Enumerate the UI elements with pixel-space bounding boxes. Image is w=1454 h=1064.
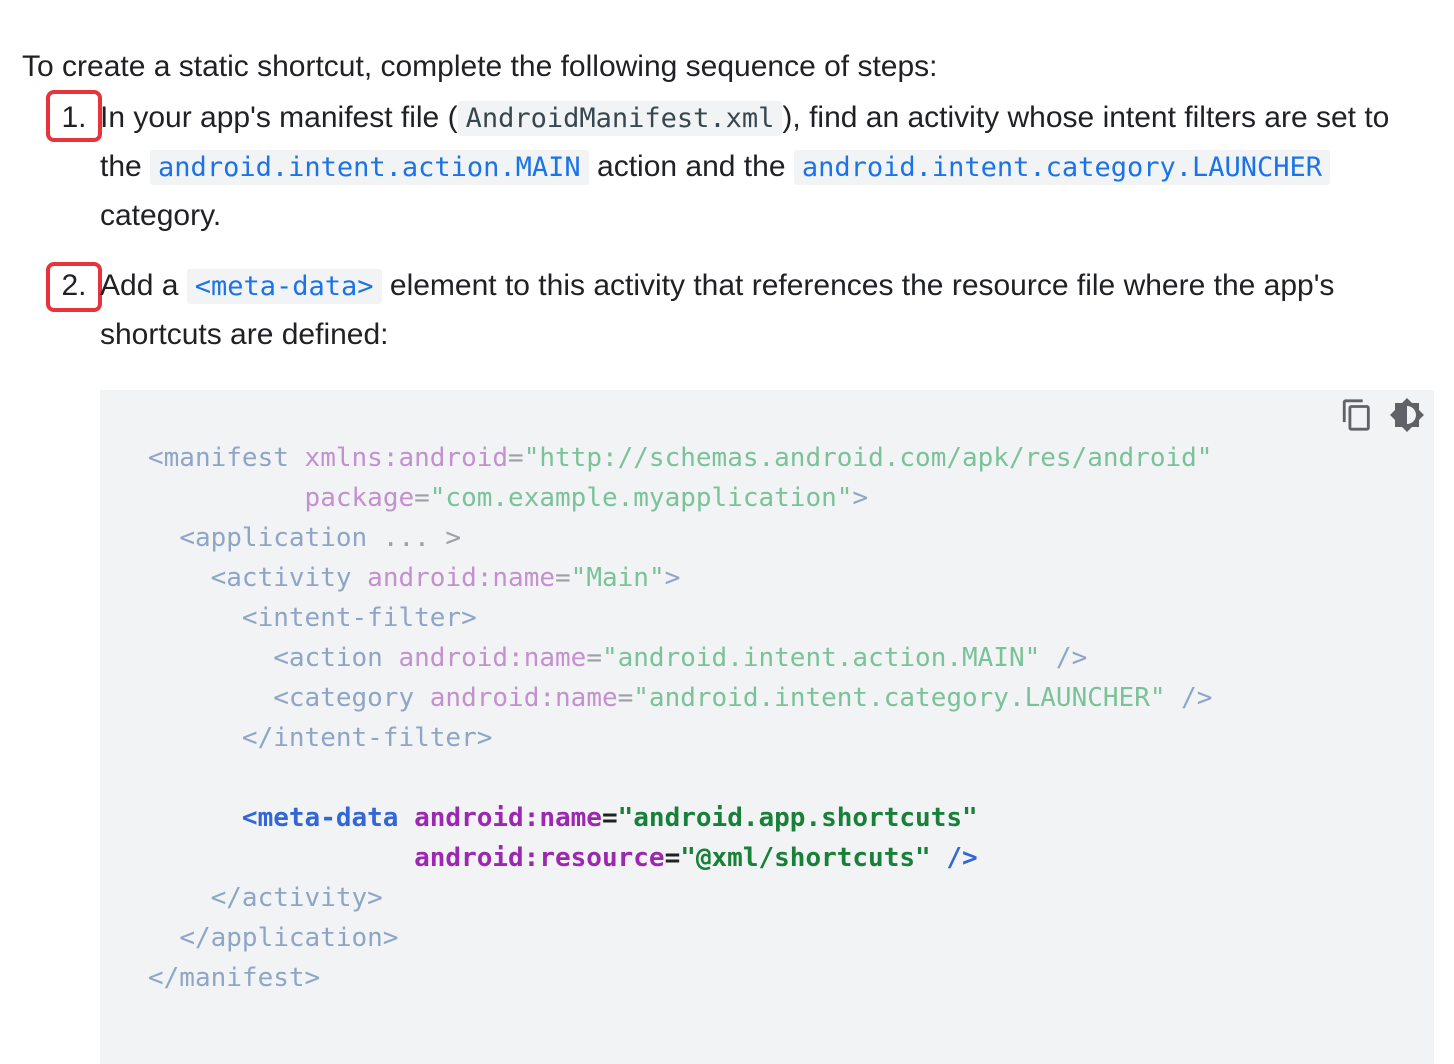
code-block: <manifest xmlns:android="http://schemas.… xyxy=(100,390,1434,1064)
step-2-text-a: Add a xyxy=(100,269,187,302)
code-token: = xyxy=(601,803,618,833)
code-token: <meta-data xyxy=(241,803,399,833)
code-token: </application> xyxy=(179,923,399,953)
code-line-4: <activity android:name="Main"> xyxy=(148,563,681,593)
step-1-text: In your app's manifest file (AndroidMani… xyxy=(100,94,1430,240)
code-token: "android.intent.action.MAIN" xyxy=(601,643,1041,673)
code-token: = xyxy=(555,563,571,593)
step-1-highlight-box xyxy=(46,90,102,142)
code-token: android:resource xyxy=(414,843,665,873)
step-2-text-b: element to this activity that references… xyxy=(100,269,1335,351)
step-1-text-d: category. xyxy=(100,199,222,232)
code-token: "@xml/shortcuts" xyxy=(680,843,931,873)
copy-button[interactable] xyxy=(1338,396,1376,434)
code-token: "android.intent.category.LAUNCHER" xyxy=(633,683,1166,713)
code-token: = xyxy=(508,443,524,473)
code-token: android:name xyxy=(398,643,587,673)
code-token: <activity xyxy=(210,563,352,593)
code-token: android:name xyxy=(367,563,556,593)
code-token: > xyxy=(664,563,681,593)
code-token: <category xyxy=(273,683,415,713)
code-line-5: <intent-filter> xyxy=(148,603,477,633)
code-token: = xyxy=(664,843,681,873)
code-line-14: </manifest> xyxy=(148,963,320,993)
code-link-action-main[interactable]: android.intent.action.MAIN xyxy=(150,150,589,185)
code-token: ... > xyxy=(382,523,462,553)
code-token: xmlns:android xyxy=(304,443,509,473)
code-token: /> xyxy=(946,843,978,873)
code-token: <manifest xyxy=(148,443,289,473)
code-token: "android.app.shortcuts" xyxy=(617,803,978,833)
code-token: "com.example.myapplication" xyxy=(429,483,853,513)
code-token: > xyxy=(852,483,869,513)
code-line-8: </intent-filter> xyxy=(148,723,492,753)
dark-mode-toggle-button[interactable] xyxy=(1388,396,1426,434)
code-line-6: <action android:name="android.intent.act… xyxy=(148,643,1087,673)
code-token: <action xyxy=(273,643,383,673)
step-2-highlight-box xyxy=(46,262,102,312)
code-line-2: package="com.example.myapplication"> xyxy=(148,483,869,513)
code-token: </activity> xyxy=(210,883,383,913)
step-1-text-b: ), find an activity whose intent filters… xyxy=(100,101,1390,183)
step-2-number: 2. xyxy=(61,269,87,302)
code-line-10: <meta-data android:name="android.app.sho… xyxy=(148,803,978,833)
code-token: </manifest> xyxy=(148,963,321,993)
code-token: package xyxy=(304,483,415,513)
code-token: <application xyxy=(179,523,368,553)
code-token: = xyxy=(586,643,602,673)
code-token: </intent-filter> xyxy=(241,723,493,753)
step-2-text: Add a <meta-data> element to this activi… xyxy=(100,262,1430,359)
code-link-meta-data[interactable]: <meta-data> xyxy=(186,269,382,304)
code-token: android:name xyxy=(414,803,602,833)
code-toolbar xyxy=(1338,396,1426,434)
code-token: /> xyxy=(1181,683,1213,713)
step-1-number: 1. xyxy=(61,101,87,134)
code-token: "Main" xyxy=(570,563,665,593)
code-token: = xyxy=(617,683,634,713)
code-token: = xyxy=(414,483,430,513)
dark-mode-toggle-icon xyxy=(1390,398,1424,432)
step-1-text-a: In your app's manifest file ( xyxy=(100,101,458,134)
code-token: <intent-filter> xyxy=(241,603,477,633)
code-line-7: <category android:name="android.intent.c… xyxy=(148,683,1212,713)
step-1-text-c: action and the xyxy=(588,150,794,183)
code-line-3: <application ... > xyxy=(148,523,461,553)
code-token: /> xyxy=(1055,643,1088,673)
copy-icon xyxy=(1342,399,1370,431)
code-token: "http://schemas.android.com/apk/res/andr… xyxy=(523,443,1213,473)
code-listing: <manifest xmlns:android="http://schemas.… xyxy=(148,438,1212,998)
code-line-11: android:resource="@xml/shortcuts" /> xyxy=(148,843,978,873)
code-line-1: <manifest xmlns:android="http://schemas.… xyxy=(148,443,1212,473)
code-token: android:name xyxy=(429,683,618,713)
code-android-manifest: AndroidManifest.xml xyxy=(457,101,783,136)
code-line-12: </activity> xyxy=(148,883,383,913)
code-line-13: </application> xyxy=(148,923,398,953)
code-link-category-launcher[interactable]: android.intent.category.LAUNCHER xyxy=(793,150,1331,185)
intro-text: To create a static shortcut, complete th… xyxy=(22,50,938,83)
